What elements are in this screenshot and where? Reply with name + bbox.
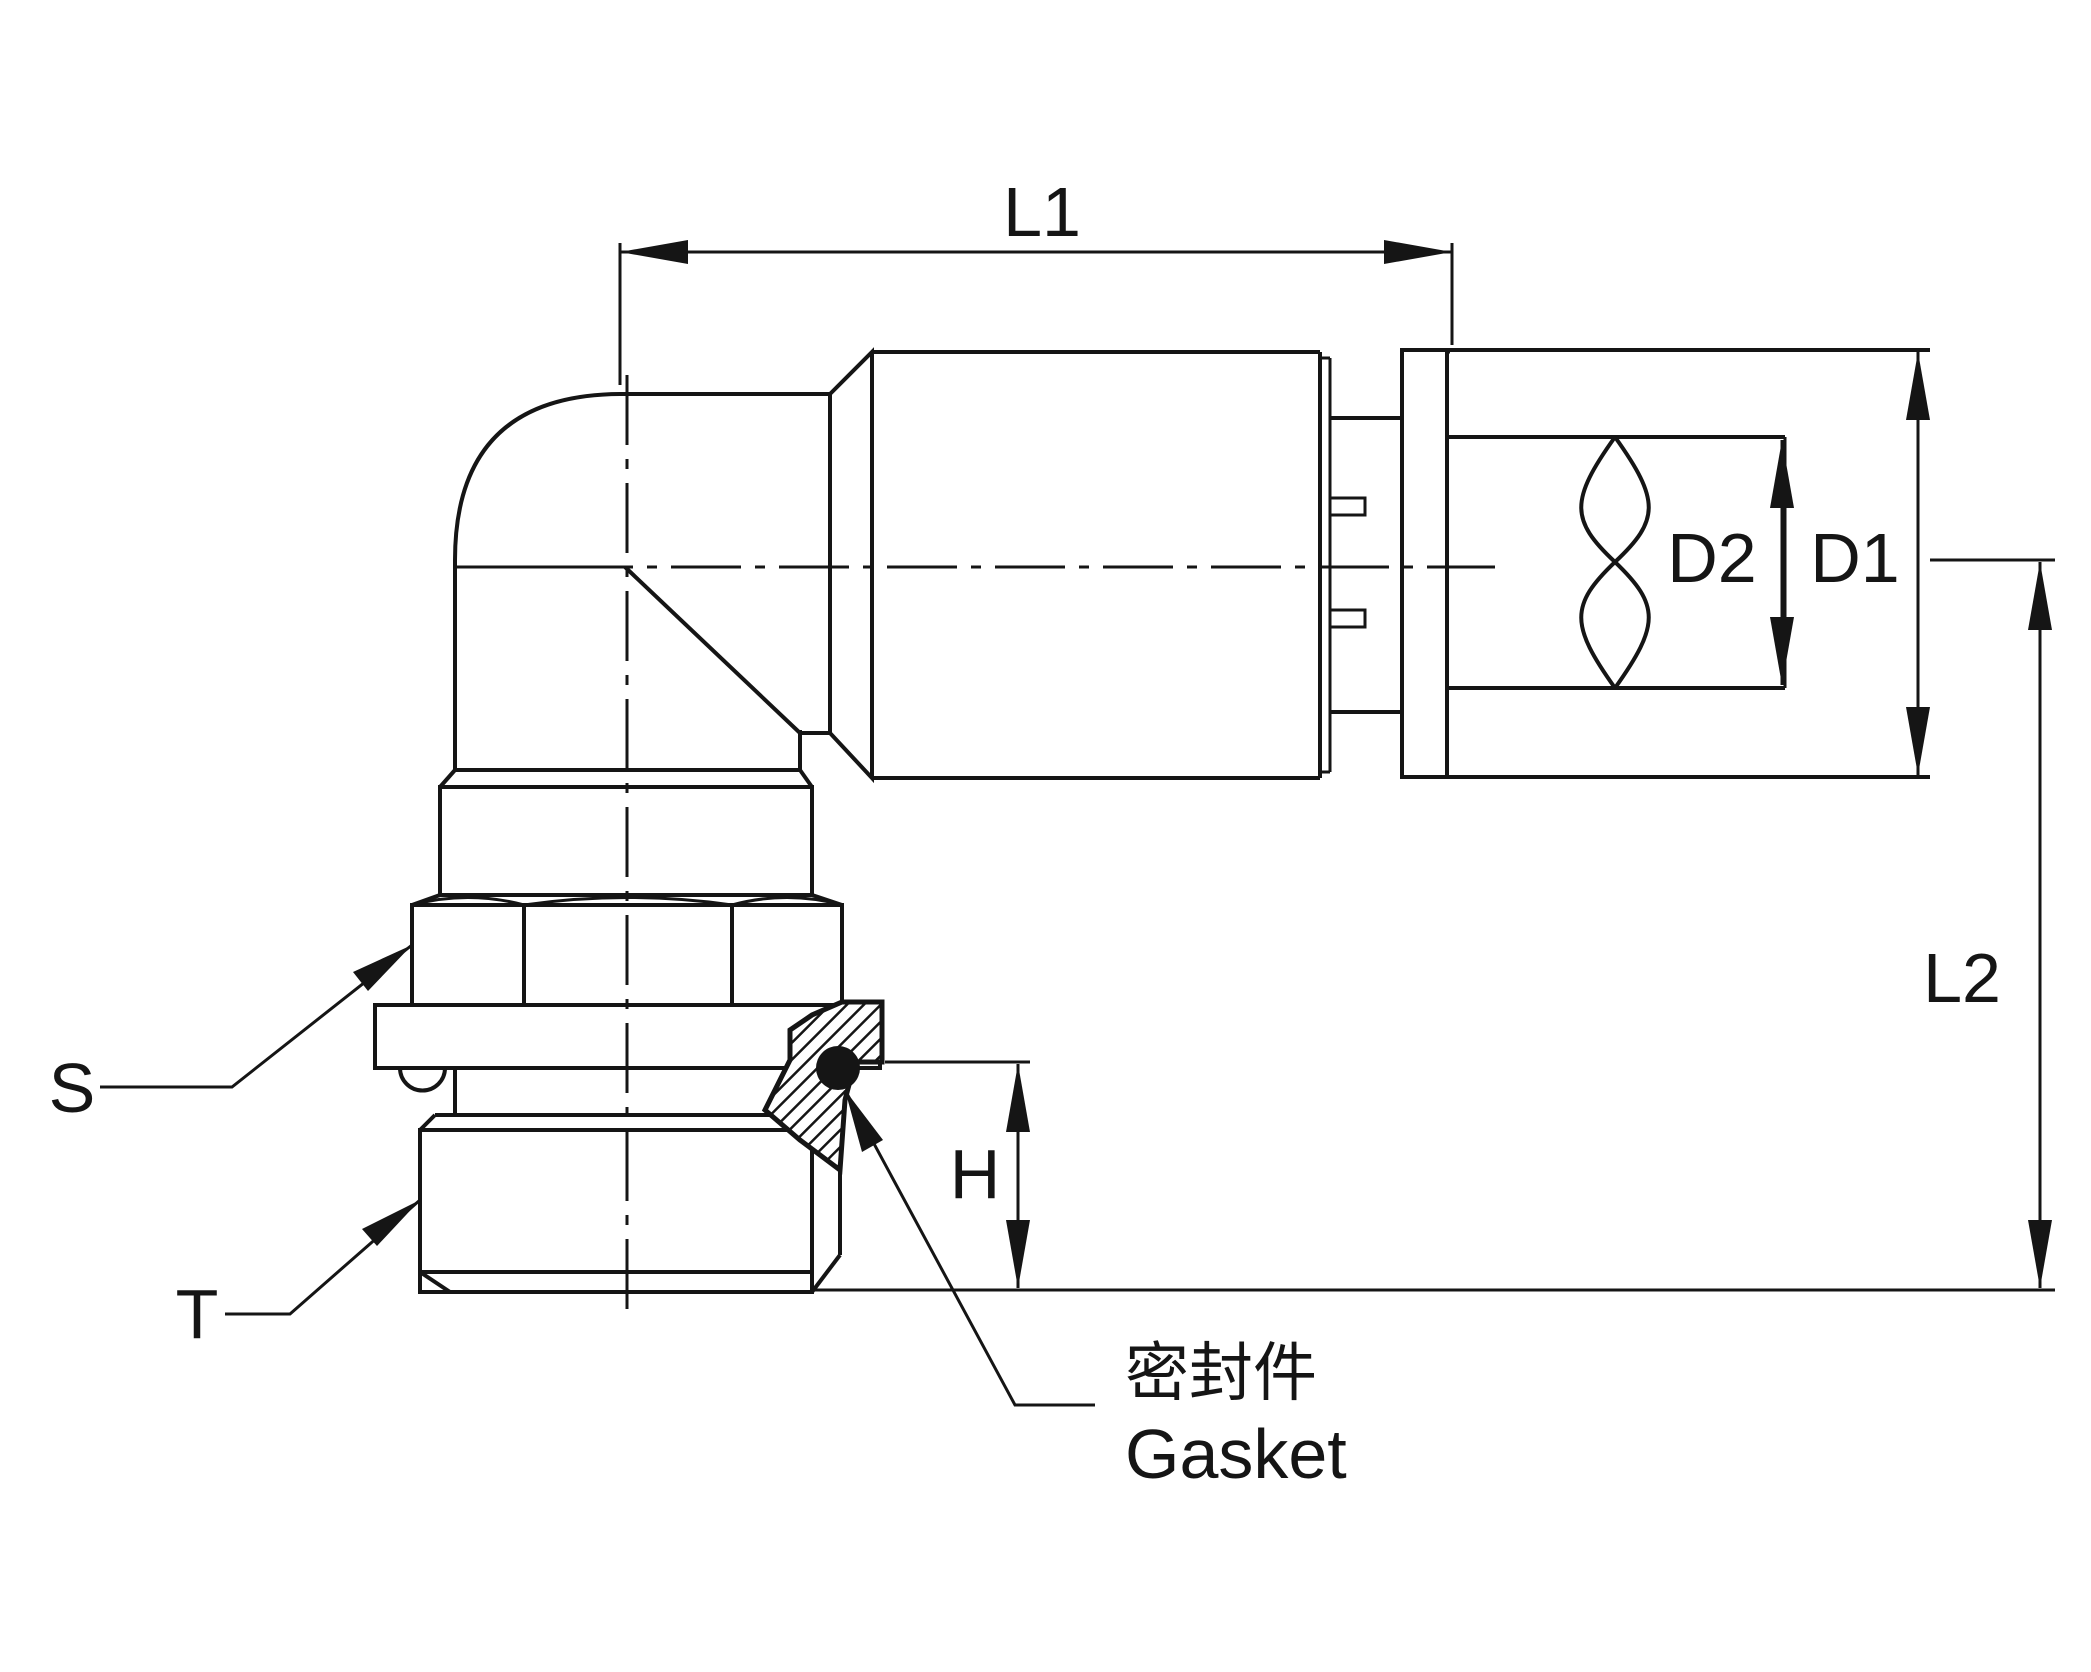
leader-s [100,943,413,1089]
label-s: S [49,1049,96,1127]
gasket-section [761,999,885,1175]
label-t: T [176,1275,219,1353]
dimension-d2 [1770,437,1794,688]
label-l1: L1 [1003,173,1081,251]
elbow-body [453,347,874,784]
male-thread-end [418,1113,842,1294]
dimension-l1 [618,240,1454,385]
leader-t [225,1198,421,1316]
label-h: H [950,1135,1001,1213]
label-gasket-cn: 密封件 [1125,1337,1317,1409]
centerlines [455,375,1495,1320]
hose-insert [1330,348,1450,779]
o-ring-left [398,1067,447,1093]
dimension-l2 [812,558,2055,1292]
label-d1: D1 [1810,519,1899,597]
dimension-d1 [1447,348,1930,779]
leader-gasket [843,1089,1095,1407]
label-d2: D2 [1667,519,1756,597]
dimension-h [885,1060,1030,1288]
ferrule-sleeve [872,350,1332,780]
label-gasket-en: Gasket [1125,1415,1347,1493]
label-l2: L2 [1923,939,2001,1017]
